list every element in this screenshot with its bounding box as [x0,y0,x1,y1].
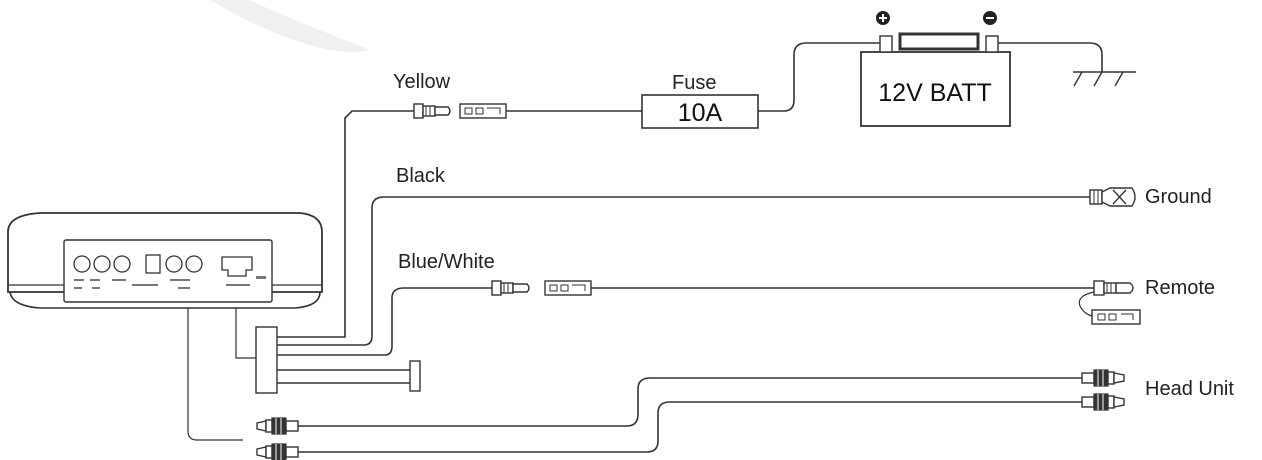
remote-label: Remote [1145,277,1215,299]
fuse-rating: 10A [678,99,723,127]
black-wire-label: Black [396,165,446,187]
crossover-knob-icon [93,255,111,273]
rca-plug-amp-lower-icon [256,443,299,460]
battery-handle [898,32,980,51]
remote-female-connector-icon [544,280,592,296]
remote-port-icon [221,256,253,277]
positive-symbol-icon [876,11,890,25]
amplifier-control-panel [63,239,273,303]
power-wire: Yellow Fuse 10A [393,42,880,129]
blue-white-wire-label: Blue/White [398,251,495,273]
remote-male-connector-icon [491,280,530,296]
rca-plug-amp-upper-icon [256,417,299,435]
level-knob-icon [165,255,183,273]
harness-plug-end [409,360,421,392]
switch-icon [145,254,161,274]
ground-symbol-icon [1073,71,1083,87]
battery-label: 12V BATT [878,79,991,107]
fuse-label: Fuse [672,72,716,94]
negative-symbol-icon [983,11,997,25]
amplifier [7,212,323,309]
rca-plug-head-unit-upper-icon [1081,369,1125,387]
male-spade-connector-icon [413,103,451,119]
battery-positive-terminal [879,35,893,53]
female-spade-connector-icon [459,103,507,119]
wiring-harness [235,110,1090,394]
ground-label: Ground [1145,186,1212,208]
phase-knob-icon [185,255,203,273]
remote-wire: Blue/White Remote [398,251,1215,325]
harness-connector [255,326,278,394]
battery-negative-terminal [985,35,999,53]
watermark-swoosh [210,0,370,52]
ground-wire: Black Ground [396,165,1212,208]
gain-knob-icon [73,255,91,273]
battery: 12V BATT [860,11,1011,127]
fuse-box [641,94,759,129]
rca-signal-cables: Head Unit [187,308,1234,460]
bass-knob-icon [113,255,131,273]
chassis-ground [998,42,1136,87]
ring-terminal-icon [1089,187,1136,207]
rca-plug-head-unit-lower-icon [1081,393,1125,411]
remote-spare-connector-icon [1091,309,1141,325]
yellow-wire-label: Yellow [393,71,451,93]
head-unit-label: Head Unit [1145,378,1234,400]
remote-output-connector-icon [1093,280,1134,296]
